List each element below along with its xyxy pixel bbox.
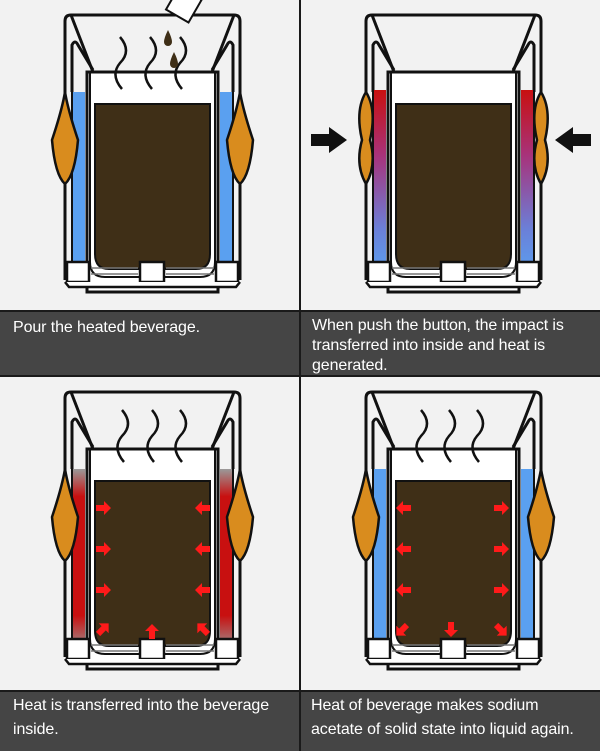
cup-icon — [351, 390, 556, 671]
right-button-pad — [225, 468, 255, 563]
left-button-pad — [358, 89, 374, 187]
beverage — [395, 103, 512, 270]
cup-base — [64, 281, 241, 289]
step-1-illustration — [0, 0, 299, 310]
cup-icon — [311, 13, 591, 294]
heat-arrow-icon — [396, 542, 411, 556]
cup-rim — [372, 390, 543, 469]
cup-rim — [71, 13, 242, 92]
cup-base — [64, 658, 241, 666]
step-1-caption: Pour the heated beverage. — [0, 312, 299, 375]
heat-arrow-icon — [494, 542, 509, 556]
heat-arrow-icon — [396, 583, 411, 597]
heat-arrow-icon — [96, 542, 111, 556]
steam-icon — [146, 409, 160, 463]
steam-icon — [471, 409, 485, 463]
heat-arrow-icon — [494, 583, 509, 597]
step-4-caption: Heat of beverage makes sodium acetate of… — [301, 692, 600, 751]
horizontal-divider — [0, 375, 600, 377]
cup-body — [50, 13, 255, 294]
heat-arrow-icon — [197, 623, 211, 637]
beverage — [94, 480, 211, 647]
cup-rim — [372, 13, 543, 92]
step-2-caption: When push the button, the impact is tran… — [301, 312, 600, 375]
steam-icon — [174, 36, 188, 90]
heat-arrow-icon — [95, 623, 109, 637]
right-button-pad — [526, 468, 556, 563]
cup-rim — [71, 390, 242, 469]
step-3-illustration — [0, 377, 299, 690]
cup-icon — [50, 0, 255, 294]
step-1-caption-text: Pour the heated beverage. — [13, 319, 200, 336]
heat-arrow-icon — [493, 622, 507, 636]
heat-arrow-icon — [494, 501, 509, 515]
heat-arrow-icon — [195, 583, 210, 597]
cup-body — [50, 390, 255, 671]
step-3-caption-text: Heat is transferred into the beverage in… — [13, 697, 270, 738]
cup-base — [365, 658, 542, 666]
packet-icon — [164, 0, 203, 24]
step-4-caption-text: Heat of beverage makes sodium acetate of… — [311, 697, 574, 738]
heat-arrow-icon — [396, 501, 411, 515]
step-3-caption: Heat is transferred into the beverage in… — [0, 692, 299, 751]
steam-icon — [144, 36, 158, 90]
steam-icon — [443, 409, 457, 463]
right-button-pad — [533, 89, 549, 187]
left-button-pad — [50, 468, 80, 563]
push-arrow-icon — [555, 127, 591, 153]
cup-body — [351, 390, 556, 671]
step-2-caption-text: When push the button, the impact is tran… — [312, 317, 564, 374]
horizontal-divider — [0, 310, 600, 312]
drop-icon — [164, 30, 172, 46]
steam-icon — [114, 36, 128, 90]
cup-icon — [50, 390, 255, 671]
heat-arrow-icon — [195, 542, 210, 556]
heat-arrow-icon — [195, 501, 210, 515]
step-4-illustration — [301, 377, 600, 690]
left-button-pad — [50, 91, 80, 186]
heat-arrow-icon — [96, 583, 111, 597]
step-2-illustration — [301, 0, 600, 310]
heat-arrow-icon — [145, 624, 159, 639]
horizontal-divider — [0, 690, 600, 692]
push-arrow-icon — [311, 127, 347, 153]
steam-icon — [116, 409, 130, 463]
left-button-pad — [351, 468, 381, 563]
cup-base — [365, 281, 542, 289]
steam-icon — [174, 409, 188, 463]
heat-arrow-icon — [96, 501, 111, 515]
beverage — [395, 480, 512, 647]
beverage — [94, 103, 211, 270]
heat-arrow-icon — [444, 622, 458, 637]
right-button-pad — [225, 91, 255, 186]
drop-icon — [170, 52, 178, 68]
steam-icon — [415, 409, 429, 463]
cup-body — [358, 13, 549, 294]
heat-arrow-icon — [396, 622, 410, 636]
